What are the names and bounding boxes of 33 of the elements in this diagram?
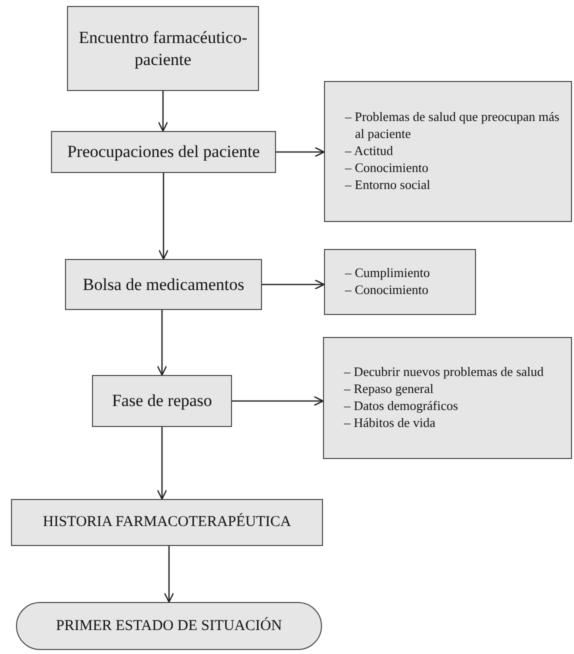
list-item: – Cumplimiento xyxy=(345,265,430,282)
node-label: PRIMER ESTADO DE SITUACIÓN xyxy=(56,616,282,636)
process-box xyxy=(65,259,262,310)
list-box xyxy=(324,249,476,315)
arrow xyxy=(156,427,168,500)
list-item: – Datos demográficos xyxy=(344,398,458,415)
arrow xyxy=(158,91,168,132)
arrow xyxy=(262,279,325,290)
list-item: – Hábitos de vida xyxy=(344,414,436,432)
process-box xyxy=(51,131,276,173)
arrow xyxy=(164,546,174,603)
process-box xyxy=(11,499,323,546)
arrow xyxy=(276,146,325,158)
list-box xyxy=(324,81,572,222)
list-box xyxy=(323,337,572,459)
process-box xyxy=(92,375,232,427)
arrow xyxy=(156,310,168,376)
arrow xyxy=(158,173,169,260)
node-label: Fase de repaso xyxy=(112,390,212,412)
list-item: – Conocimiento xyxy=(345,282,429,299)
list-item: – Entorno social xyxy=(345,176,430,194)
node-label: Bolsa de medicamentos xyxy=(82,274,244,296)
process-box xyxy=(67,6,259,91)
list-item: – Actitud xyxy=(345,143,394,160)
list-item: – Decubrir nuevos problemas de salud xyxy=(344,364,544,382)
arrow xyxy=(232,396,324,406)
terminal-shape xyxy=(16,602,322,650)
list-item: – Repaso general xyxy=(344,381,434,398)
node-label: HISTORIA FARMACOTERAPÉUTICA xyxy=(42,513,292,532)
node-label: Encuentro farmacéutico-paciente xyxy=(78,27,248,70)
list-item: – Conocimiento xyxy=(345,160,429,177)
node-label: Preocupaciones del paciente xyxy=(67,141,260,163)
list-item: – Problemas de salud que preocupan más al paciente xyxy=(345,109,560,144)
